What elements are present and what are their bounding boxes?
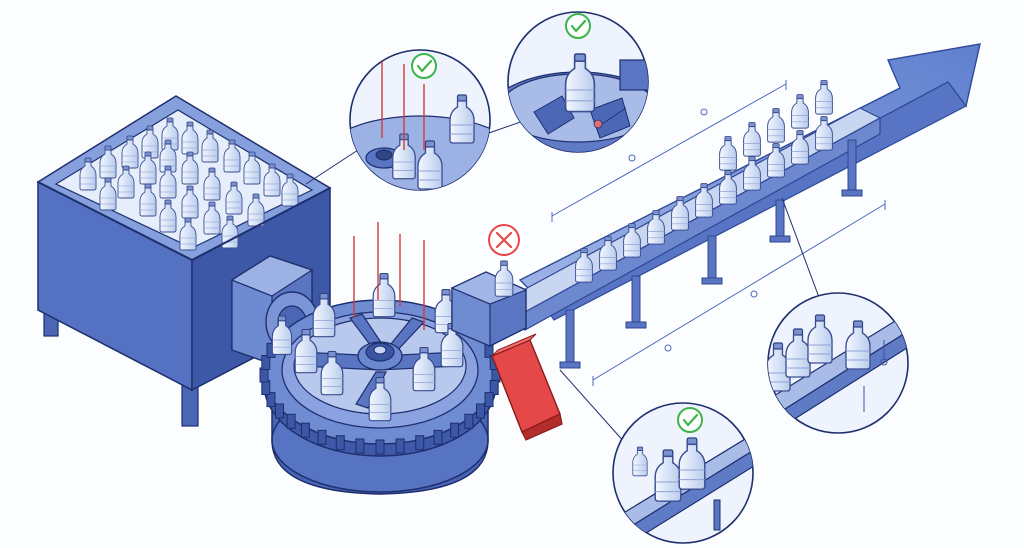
callout-exit-detail — [612, 402, 754, 544]
gear-tooth — [433, 429, 443, 445]
check-circle-icon — [565, 13, 591, 39]
dimension-lines — [551, 80, 886, 386]
gear-tooth — [286, 413, 296, 429]
gear-tooth — [335, 435, 345, 451]
gear-tooth — [266, 392, 276, 408]
laser-beams — [353, 222, 425, 330]
transfer-block — [450, 260, 528, 347]
gear-tooth — [300, 422, 310, 438]
gear-teeth — [259, 342, 501, 455]
callout-laser-detail — [349, 49, 491, 191]
gear-tooth — [355, 438, 365, 454]
gear-tooth — [275, 403, 284, 419]
rotary-unscrambler-wheel — [259, 222, 501, 495]
check-circle-icon — [411, 53, 437, 79]
gear-tooth — [261, 355, 271, 370]
gear-tooth — [259, 367, 269, 383]
gear-tooth — [450, 422, 460, 438]
gear-tooth — [415, 435, 425, 451]
gear-tooth — [464, 413, 474, 429]
callout-conveyor-detail — [767, 292, 909, 434]
reject-chute — [491, 333, 563, 441]
callout-upright-detail — [507, 11, 649, 153]
gear-tooth — [261, 380, 271, 395]
check-circle-icon — [677, 407, 703, 433]
gear-tooth — [317, 429, 327, 445]
gear-tooth — [395, 438, 405, 454]
gear-tooth — [476, 403, 485, 419]
gear-tooth — [484, 392, 494, 408]
gear-tooth — [489, 380, 499, 395]
x-circle-icon — [488, 224, 520, 256]
conveyor-legs — [559, 139, 863, 369]
gear-tooth — [375, 439, 385, 455]
output-conveyor — [503, 80, 886, 386]
